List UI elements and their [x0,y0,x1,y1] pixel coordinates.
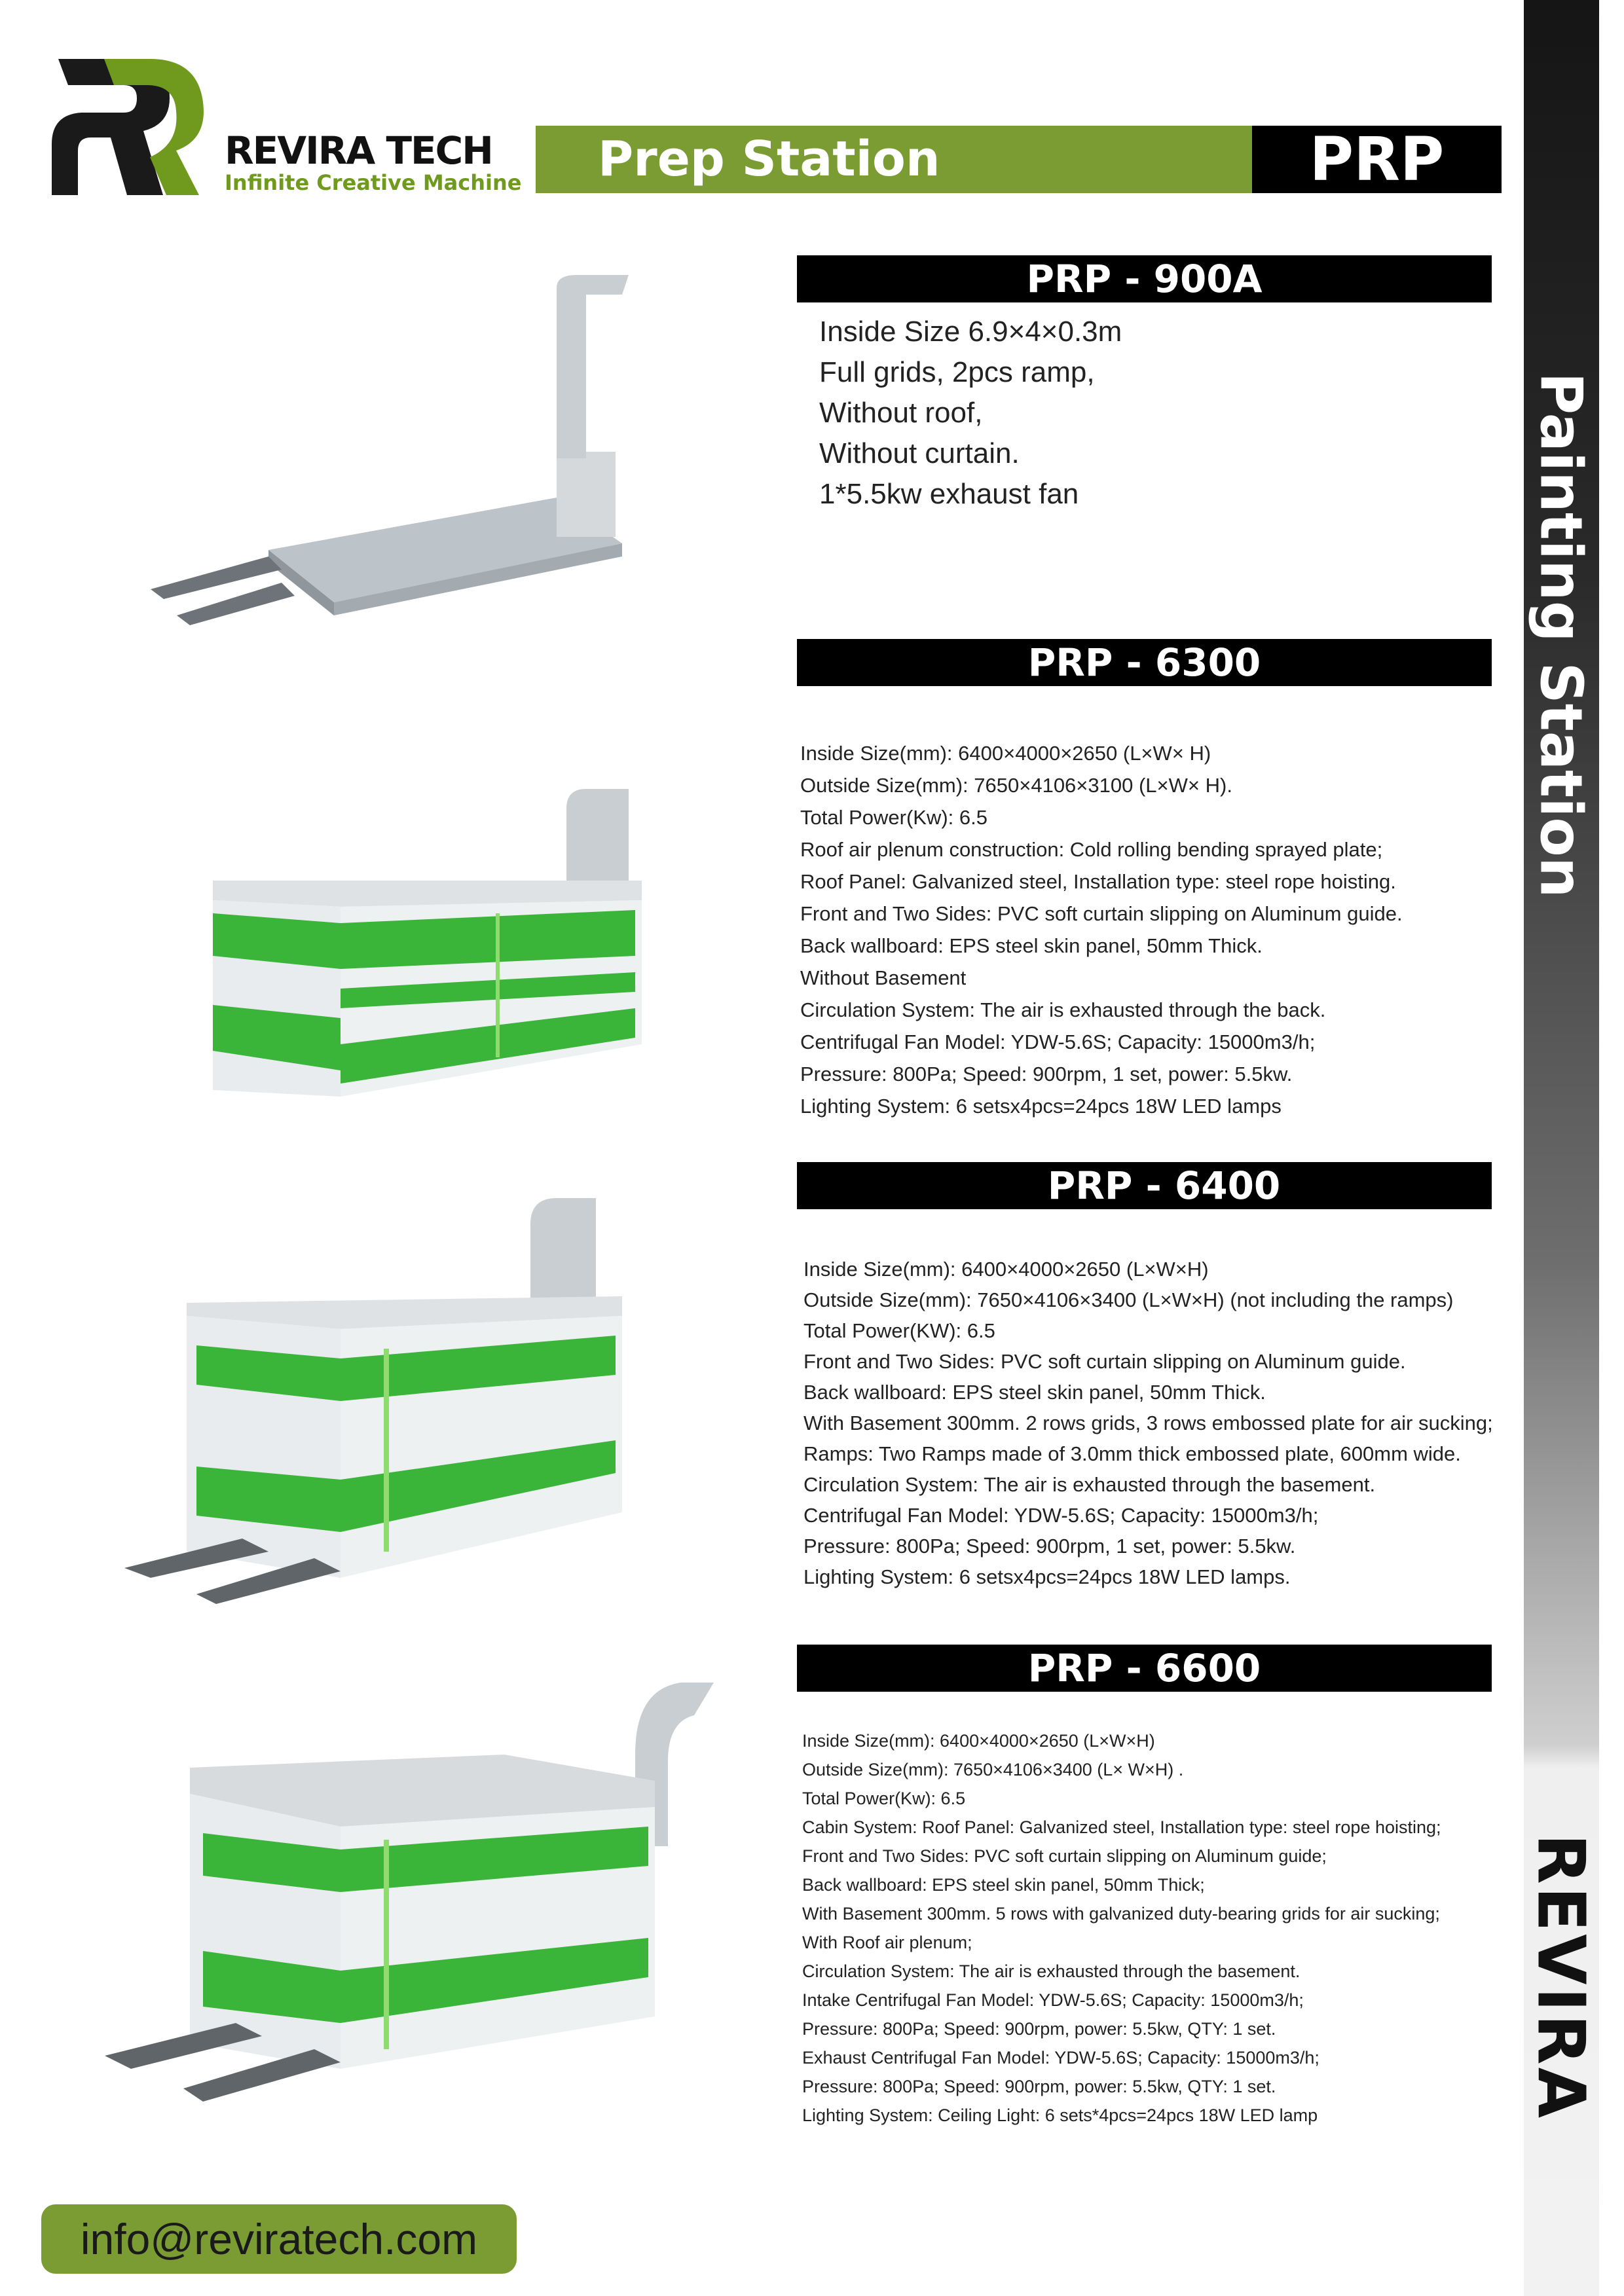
spec-line: Inside Size(mm): 6400×4000×2650 (L×W×H) [803,1258,1209,1281]
sidebar-brand-logo: REVIRA [1522,1833,1600,2121]
spec-line: Pressure: 800Pa; Speed: 900rpm, 1 set, p… [800,1063,1293,1085]
spec-line: Circulation System: The air is exhausted… [803,1473,1376,1496]
spec-line: Inside Size 6.9×4×0.3m [819,316,1122,348]
sidebar-title: Painting Station [1527,372,1595,898]
page-title: Prep Station [536,126,1252,193]
revira-logo-icon [52,59,204,195]
contact-email-link[interactable]: info@reviratech.com [41,2204,517,2274]
spec-line: Front and Two Sides: PVC soft curtain sl… [802,1846,1327,1866]
spec-line: Centrifugal Fan Model: YDW-5.6S; Capacit… [803,1504,1319,1527]
prp-6600-image [105,1683,714,2102]
prp-900a-image [151,275,629,625]
spec-list-prp-6400: Inside Size(mm): 6400×4000×2650 (L×W×H) … [803,1254,1493,1592]
section-header-prp-6400: PRP - 6400 [797,1162,1492,1209]
spec-line: With Roof air plenum; [802,1933,972,1952]
spec-list-prp-6600: Inside Size(mm): 6400×4000×2650 (L×W×H) … [802,1726,1441,2130]
spec-line: Full grids, 2pcs ramp, [819,356,1095,388]
brand-name: REVIRA TECH [225,128,494,173]
spec-line: Intake Centrifugal Fan Model: YDW-5.6S; … [802,1990,1304,2010]
spec-line: Centrifugal Fan Model: YDW-5.6S; Capacit… [800,1030,1316,1053]
spec-line: Back wallboard: EPS steel skin panel, 50… [802,1875,1205,1895]
spec-line: Front and Two Sides: PVC soft curtain sl… [803,1350,1406,1373]
spec-line: Front and Two Sides: PVC soft curtain sl… [800,902,1403,925]
spec-line: Without Basement [800,966,967,989]
spec-line: Pressure: 800Pa; Speed: 900rpm, 1 set, p… [803,1535,1296,1558]
spec-line: Outside Size(mm): 7650×4106×3400 (L×W×H)… [803,1288,1454,1311]
spec-line: Outside Size(mm): 7650×4106×3100 (L×W× H… [800,774,1232,797]
brand-tagline: Infinite Creative Machine [225,170,522,195]
prp-6400-image [124,1198,622,1604]
spec-list-prp-900a: Inside Size 6.9×4×0.3m Full grids, 2pcs … [819,312,1122,515]
section-header-prp-6600: PRP - 6600 [797,1645,1492,1692]
spec-line: Back wallboard: EPS steel skin panel, 50… [800,934,1263,957]
spec-line: Without roof, [819,397,983,429]
spec-line: Inside Size(mm): 6400×4000×2650 (L×W× H) [800,742,1211,765]
spec-line: Total Power(Kw): 6.5 [802,1789,966,1808]
spec-line: Lighting System: 6 setsx4pcs=24pcs 18W L… [803,1565,1291,1588]
section-header-prp-900a: PRP - 900A [797,255,1492,302]
spec-line: With Basement 300mm. 5 rows with galvani… [802,1904,1440,1923]
section-header-prp-6300: PRP - 6300 [797,639,1492,686]
spec-line: Back wallboard: EPS steel skin panel, 50… [803,1381,1266,1404]
spec-line: Lighting System: 6 setsx4pcs=24pcs 18W L… [800,1095,1282,1118]
spec-line: With Basement 300mm. 2 rows grids, 3 row… [803,1412,1493,1434]
spec-line: Pressure: 800Pa; Speed: 900rpm, power: 5… [802,2077,1276,2096]
product-code: PRP [1252,126,1502,193]
spec-line: Ramps: Two Ramps made of 3.0mm thick emb… [803,1442,1461,1465]
spec-line: Without curtain. [819,437,1020,469]
spec-line: Roof Panel: Galvanized steel, Installati… [800,870,1396,893]
spec-line: Total Power(Kw): 6.5 [800,806,987,829]
spec-line: Roof air plenum construction: Cold rolli… [800,838,1383,861]
sidebar [1524,0,1599,2296]
prp-6300-image [213,789,642,1097]
spec-line: Total Power(KW): 6.5 [803,1319,995,1342]
spec-list-prp-6300: Inside Size(mm): 6400×4000×2650 (L×W× H)… [800,737,1403,1122]
spec-line: Lighting System: Ceiling Light: 6 sets*4… [802,2105,1318,2125]
spec-line: Inside Size(mm): 6400×4000×2650 (L×W×H) [802,1731,1155,1751]
spec-line: Exhaust Centrifugal Fan Model: YDW-5.6S;… [802,2048,1320,2068]
spec-line: Outside Size(mm): 7650×4106×3400 (L× W×H… [802,1760,1184,1779]
spec-line: Pressure: 800Pa; Speed: 900rpm, power: 5… [802,2019,1276,2039]
spec-line: Circulation System: The air is exhausted… [800,998,1326,1021]
spec-line: Cabin System: Roof Panel: Galvanized ste… [802,1817,1441,1837]
spec-line: 1*5.5kw exhaust fan [819,478,1079,510]
spec-line: Circulation System: The air is exhausted… [802,1961,1301,1981]
